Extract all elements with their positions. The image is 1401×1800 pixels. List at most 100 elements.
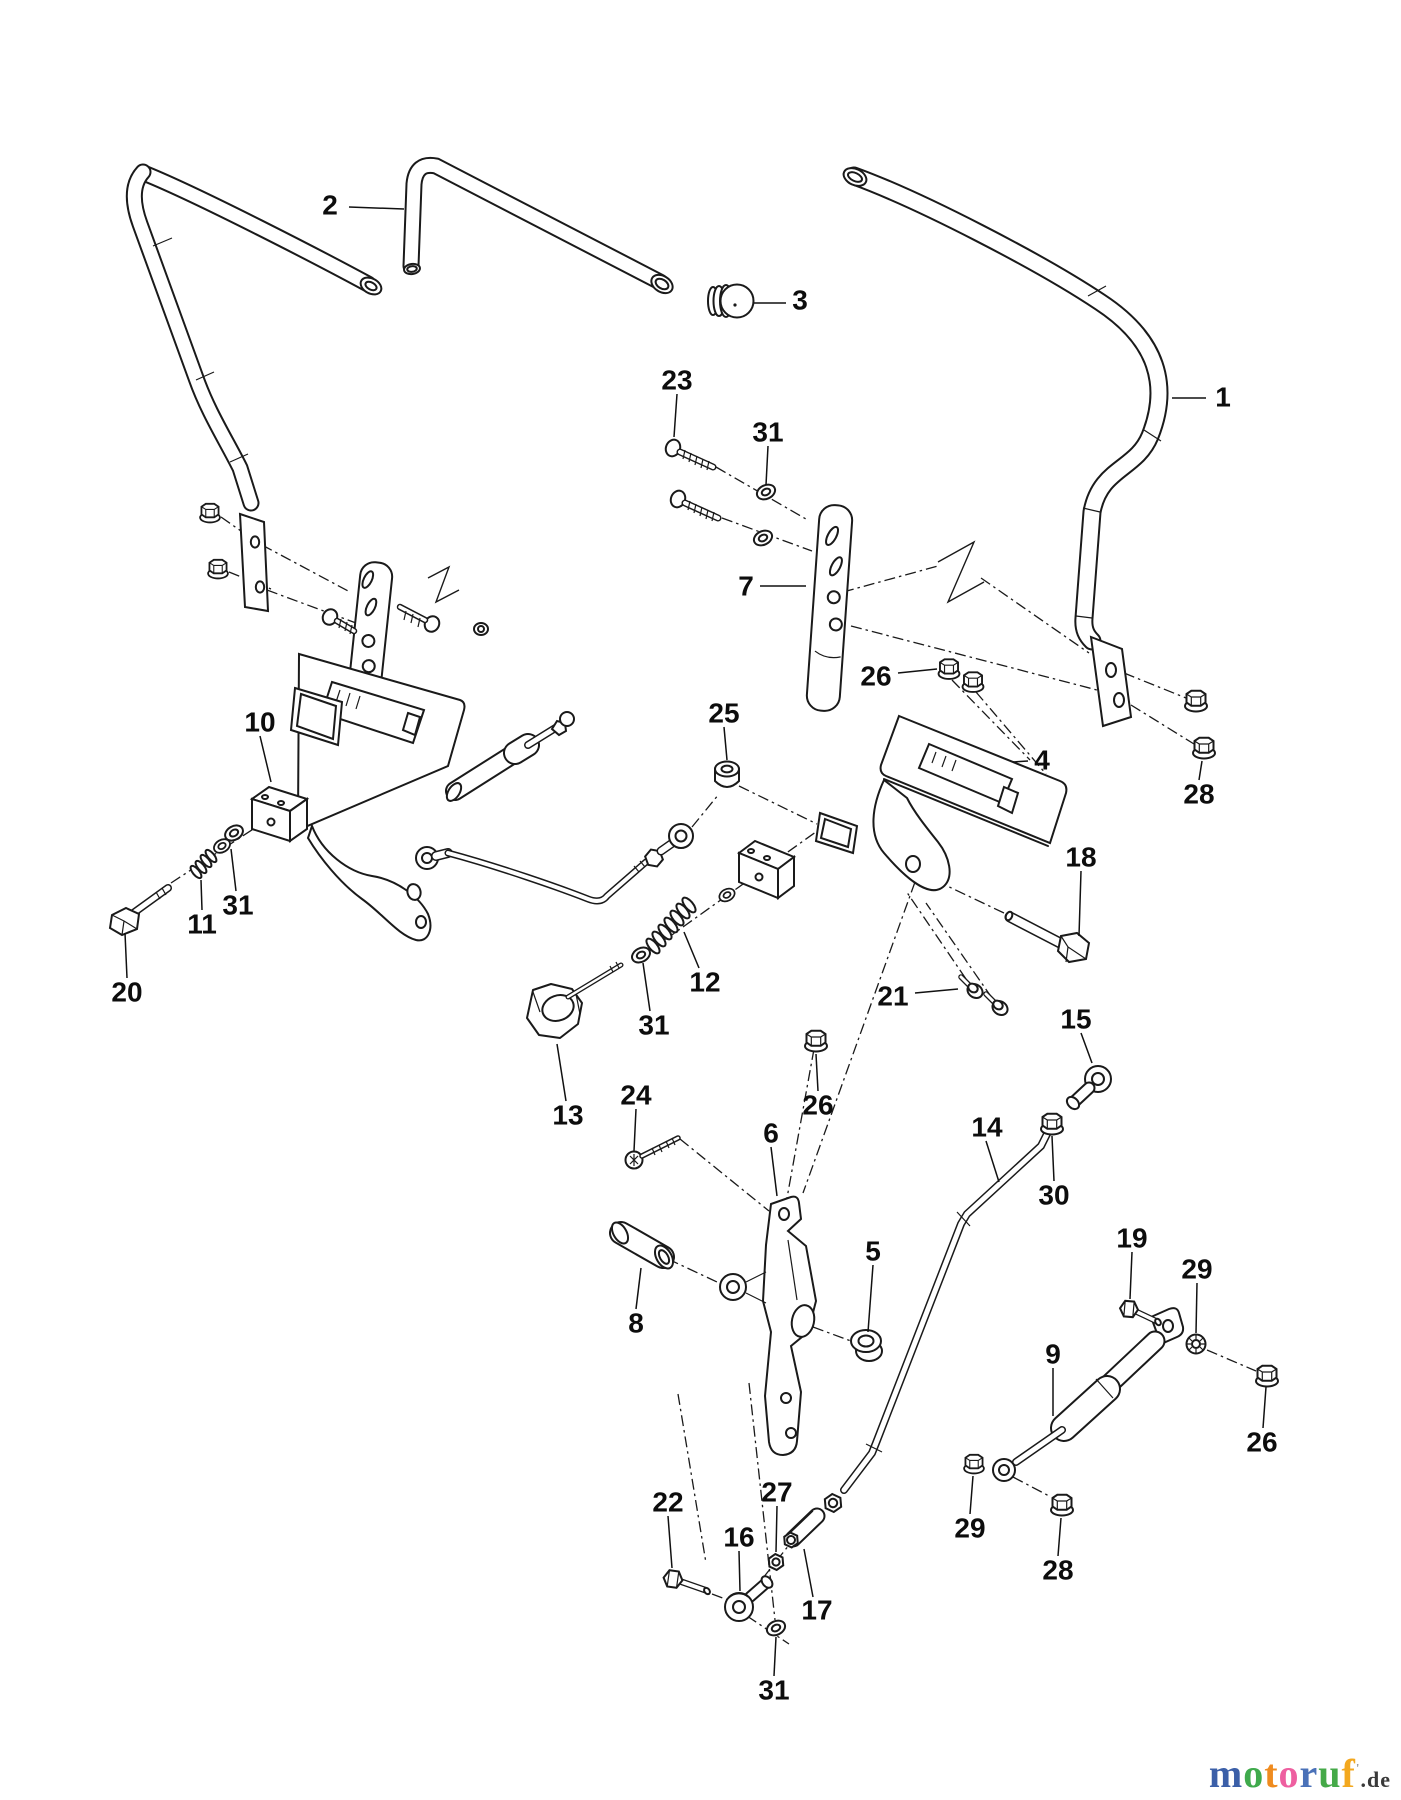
leader-line-26 — [1262, 1386, 1267, 1429]
callout-29: 29 — [1181, 1254, 1212, 1285]
leader-line-31 — [773, 1636, 777, 1677]
part-link-rod — [415, 823, 694, 905]
leader-line-16 — [738, 1550, 741, 1592]
callout-26: 26 — [860, 661, 891, 692]
callout-19: 19 — [1116, 1223, 1147, 1254]
part-jam-nut — [823, 1492, 843, 1514]
callout-27: 27 — [761, 1477, 792, 1508]
leader-line-18 — [1078, 870, 1082, 937]
part-mid-block — [736, 839, 797, 900]
callout-21: 21 — [877, 981, 908, 1012]
callout-24: 24 — [620, 1080, 652, 1111]
part-21-screws — [958, 974, 1009, 1017]
part-17-coupler — [783, 1507, 826, 1549]
part-11-spring — [189, 848, 218, 880]
part-10-block — [249, 785, 310, 843]
leader-line-17 — [803, 1548, 814, 1598]
callout-30: 30 — [1038, 1180, 1069, 1211]
callout-11: 11 — [187, 909, 217, 940]
break-marks — [427, 540, 985, 604]
logo-letter: o — [1243, 1751, 1265, 1796]
part-14-rod — [840, 1128, 1052, 1494]
callout-29: 29 — [954, 1513, 985, 1544]
leader-line-20 — [124, 932, 128, 979]
leader-line-4 — [1012, 760, 1029, 763]
part-25-bushing — [714, 760, 740, 788]
callout-26: 26 — [802, 1090, 833, 1121]
callout-6: 6 — [763, 1118, 779, 1149]
part-20-bolt — [108, 884, 172, 937]
part-24-screw — [624, 1135, 681, 1170]
leader-line-22 — [667, 1515, 673, 1569]
logo-registered-mark: ' — [1355, 1760, 1361, 1776]
motoruf-logo: motoruf'.de — [1209, 1754, 1391, 1794]
callout-26: 26 — [1246, 1427, 1277, 1458]
leader-line-5 — [867, 1264, 874, 1333]
leader-line-31 — [765, 445, 769, 486]
part-23-screws — [664, 438, 722, 522]
leader-line-28 — [1057, 1517, 1062, 1557]
callout-5: 5 — [865, 1236, 881, 1267]
logo-letter: m — [1208, 1751, 1244, 1796]
part-6-lever — [719, 1195, 818, 1457]
part-19-bolt — [1118, 1299, 1162, 1327]
callout-22: 22 — [652, 1487, 683, 1518]
logo-tld: .de — [1360, 1767, 1391, 1792]
part-3-plug — [707, 283, 755, 319]
callout-9: 9 — [1045, 1339, 1061, 1370]
callout-3: 3 — [792, 285, 808, 316]
callout-13: 13 — [552, 1100, 583, 1131]
part-18-bolt — [1004, 910, 1091, 964]
part-22-bolt — [662, 1569, 711, 1596]
callout-4: 4 — [1034, 745, 1050, 776]
leader-line-23 — [673, 393, 678, 438]
part-4-control-bracket — [814, 714, 1068, 892]
leader-line-31 — [642, 962, 651, 1012]
callout-23: 23 — [661, 365, 692, 396]
part-16-rod-end — [724, 1575, 774, 1622]
callout-18: 18 — [1065, 842, 1096, 873]
leader-line-25 — [723, 726, 728, 761]
part-12-spring — [645, 896, 697, 955]
callout-25: 25 — [708, 698, 739, 729]
callout-31: 31 — [222, 890, 253, 921]
callout-1: 1 — [1215, 382, 1231, 413]
leader-line-12 — [683, 931, 700, 969]
callout-31: 31 — [752, 417, 783, 448]
leader-line-15 — [1080, 1032, 1093, 1064]
logo-letter: r — [1299, 1751, 1319, 1796]
leader-line-30 — [1051, 1135, 1055, 1182]
callout-14: 14 — [971, 1112, 1003, 1143]
part-5-bushing — [850, 1329, 883, 1362]
part-8-sleeve — [609, 1221, 675, 1270]
callout-16: 16 — [723, 1522, 754, 1553]
logo-letter: u — [1318, 1751, 1342, 1796]
callout-15: 15 — [1060, 1004, 1091, 1035]
callout-20: 20 — [111, 977, 142, 1008]
callout-31: 31 — [758, 1675, 789, 1706]
leader-line-29 — [1195, 1282, 1198, 1334]
logo-letter: o — [1278, 1751, 1300, 1796]
part-left-control-bracket — [289, 561, 489, 942]
leader-line-2 — [348, 206, 405, 210]
callout-8: 8 — [628, 1308, 644, 1339]
callout-2: 2 — [322, 190, 338, 221]
callout-10: 10 — [244, 707, 275, 738]
leader-line-29 — [969, 1475, 974, 1515]
leader-line-10 — [259, 735, 272, 783]
logo-letter: t — [1264, 1751, 1279, 1796]
part-29-serrated-washer — [1185, 1333, 1207, 1355]
part-9-damper — [992, 1307, 1185, 1482]
part-1-handlebar — [842, 166, 1169, 728]
part-27-nut — [767, 1552, 785, 1572]
callout-28: 28 — [1042, 1555, 1073, 1586]
callout-31: 31 — [638, 1010, 669, 1041]
leader-line-11 — [200, 879, 203, 911]
leader-line-13 — [556, 1043, 567, 1102]
leader-line-31 — [230, 848, 237, 892]
leader-line-21 — [914, 988, 959, 994]
part-left-gas-strut — [445, 711, 575, 802]
part-2-handle-tube — [402, 156, 674, 295]
